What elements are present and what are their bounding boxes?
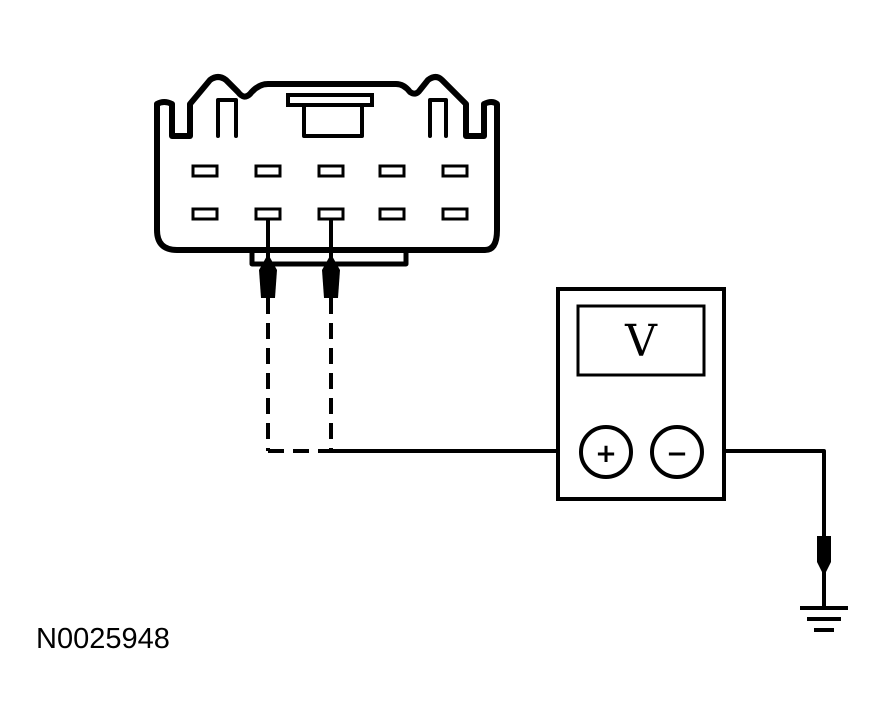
positive-terminal <box>579 425 633 479</box>
voltmeter-display-label: V <box>624 316 658 367</box>
negative-lead-wire <box>701 449 826 538</box>
ground-probe <box>817 536 831 608</box>
pin-cavity <box>317 207 345 221</box>
pin-cavity <box>441 164 469 178</box>
probe-right <box>322 219 340 298</box>
connector-right-rib <box>428 98 448 138</box>
connector-left-rib <box>216 98 238 138</box>
test-leads <box>266 298 826 538</box>
pin-cavity <box>254 207 282 221</box>
voltmeter-display <box>576 304 706 377</box>
pin-cavity <box>378 164 406 178</box>
pin-cavity <box>441 207 469 221</box>
pin-cavity <box>254 164 282 178</box>
connector-latch <box>302 102 364 138</box>
connector-body <box>154 74 500 253</box>
pin-cavity <box>317 164 345 178</box>
negative-terminal-sign: − <box>666 439 688 469</box>
ground-icon <box>800 606 848 632</box>
figure-id: N0025948 <box>36 623 170 655</box>
pin-cavity <box>378 207 406 221</box>
connector-latch-tab <box>286 93 374 107</box>
negative-terminal <box>650 425 704 479</box>
positive-terminal-sign: + <box>595 439 617 469</box>
pin-cavity <box>191 164 219 178</box>
pin-cavity <box>191 207 219 221</box>
connector <box>154 74 500 267</box>
probe-left <box>259 219 277 298</box>
voltmeter: V + − <box>556 287 726 501</box>
